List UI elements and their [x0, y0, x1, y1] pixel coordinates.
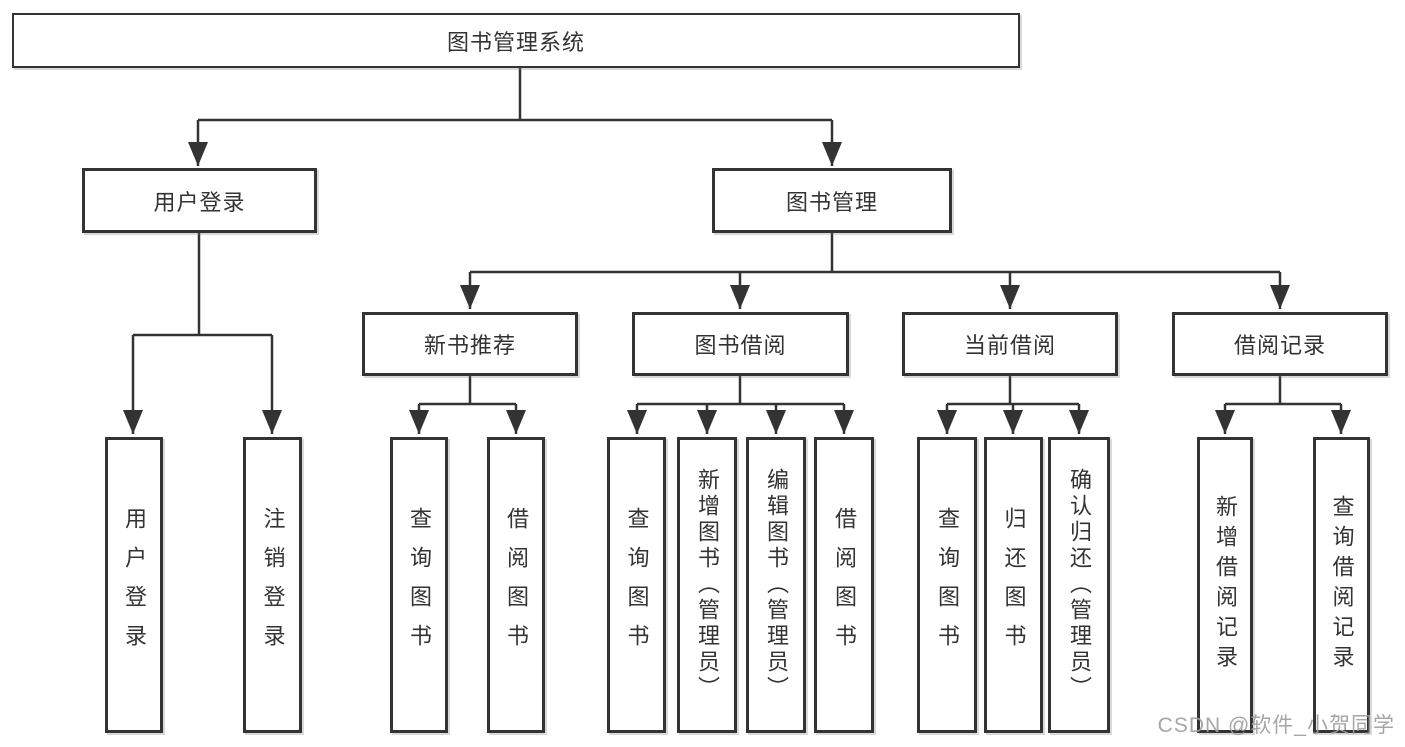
leaf-bb-query-book: 查询图书 [607, 437, 666, 733]
leaf-cb-return-book: 归还图书 [984, 437, 1043, 733]
leaf-cb-query-book-label: 查询图书 [935, 507, 960, 663]
node-book-management: 图书管理 [712, 168, 952, 233]
node-current-borrowing-label: 当前借阅 [963, 333, 1056, 358]
leaf-cb-return-book-label: 归还图书 [1001, 507, 1027, 663]
node-book-management-label: 图书管理 [785, 189, 878, 215]
leaf-bb-borrow-book: 借阅图书 [814, 437, 874, 733]
leaf-user-login-label: 用户登录 [122, 507, 147, 663]
node-borrowing-record-label: 借阅记录 [1233, 333, 1326, 358]
node-user-login: 用户登录 [82, 168, 317, 233]
leaf-user-login: 用户登录 [105, 437, 163, 733]
node-system-root-label: 图书管理系统 [446, 29, 585, 55]
leaf-br-query-record: 查询借阅记录 [1313, 437, 1370, 733]
leaf-nb-query-book: 查询图书 [390, 437, 448, 733]
leaf-nb-borrow-book-label: 借阅图书 [504, 507, 529, 663]
leaf-bb-query-book-label: 查询图书 [624, 507, 650, 663]
node-user-login-label: 用户登录 [153, 189, 246, 215]
leaf-bb-edit-book-admin-label: 编辑图书（管理员） [764, 468, 789, 702]
node-system-root: 图书管理系统 [12, 13, 1020, 68]
leaf-logout-label: 注销登录 [260, 507, 286, 663]
leaf-nb-borrow-book: 借阅图书 [487, 437, 545, 733]
leaf-bb-add-book-admin-label: 新增图书（管理员） [695, 468, 720, 702]
leaf-logout: 注销登录 [243, 437, 302, 733]
node-new-book-recommend: 新书推荐 [362, 312, 578, 376]
leaf-bb-add-book-admin: 新增图书（管理员） [677, 437, 737, 733]
csdn-watermark: CSDN @软件_小贺同学 [1157, 714, 1395, 737]
node-book-borrowing: 图书借阅 [632, 312, 849, 376]
leaf-cb-query-book: 查询图书 [917, 437, 977, 733]
leaf-bb-borrow-book-label: 借阅图书 [832, 507, 857, 663]
node-new-book-recommend-label: 新书推荐 [423, 333, 516, 358]
leaf-br-query-record-label: 查询借阅记录 [1329, 495, 1355, 675]
node-borrowing-record: 借阅记录 [1172, 312, 1388, 376]
leaf-br-add-record: 新增借阅记录 [1197, 437, 1253, 733]
leaf-bb-edit-book-admin: 编辑图书（管理员） [746, 437, 806, 733]
node-current-borrowing: 当前借阅 [902, 312, 1118, 376]
leaf-cb-confirm-return-admin-label: 确认归还（管理员） [1067, 468, 1092, 702]
leaf-br-add-record-label: 新增借阅记录 [1213, 495, 1238, 675]
node-book-borrowing-label: 图书借阅 [694, 333, 787, 358]
leaf-nb-query-book-label: 查询图书 [407, 507, 432, 663]
leaf-cb-confirm-return-admin: 确认归还（管理员） [1048, 437, 1110, 733]
